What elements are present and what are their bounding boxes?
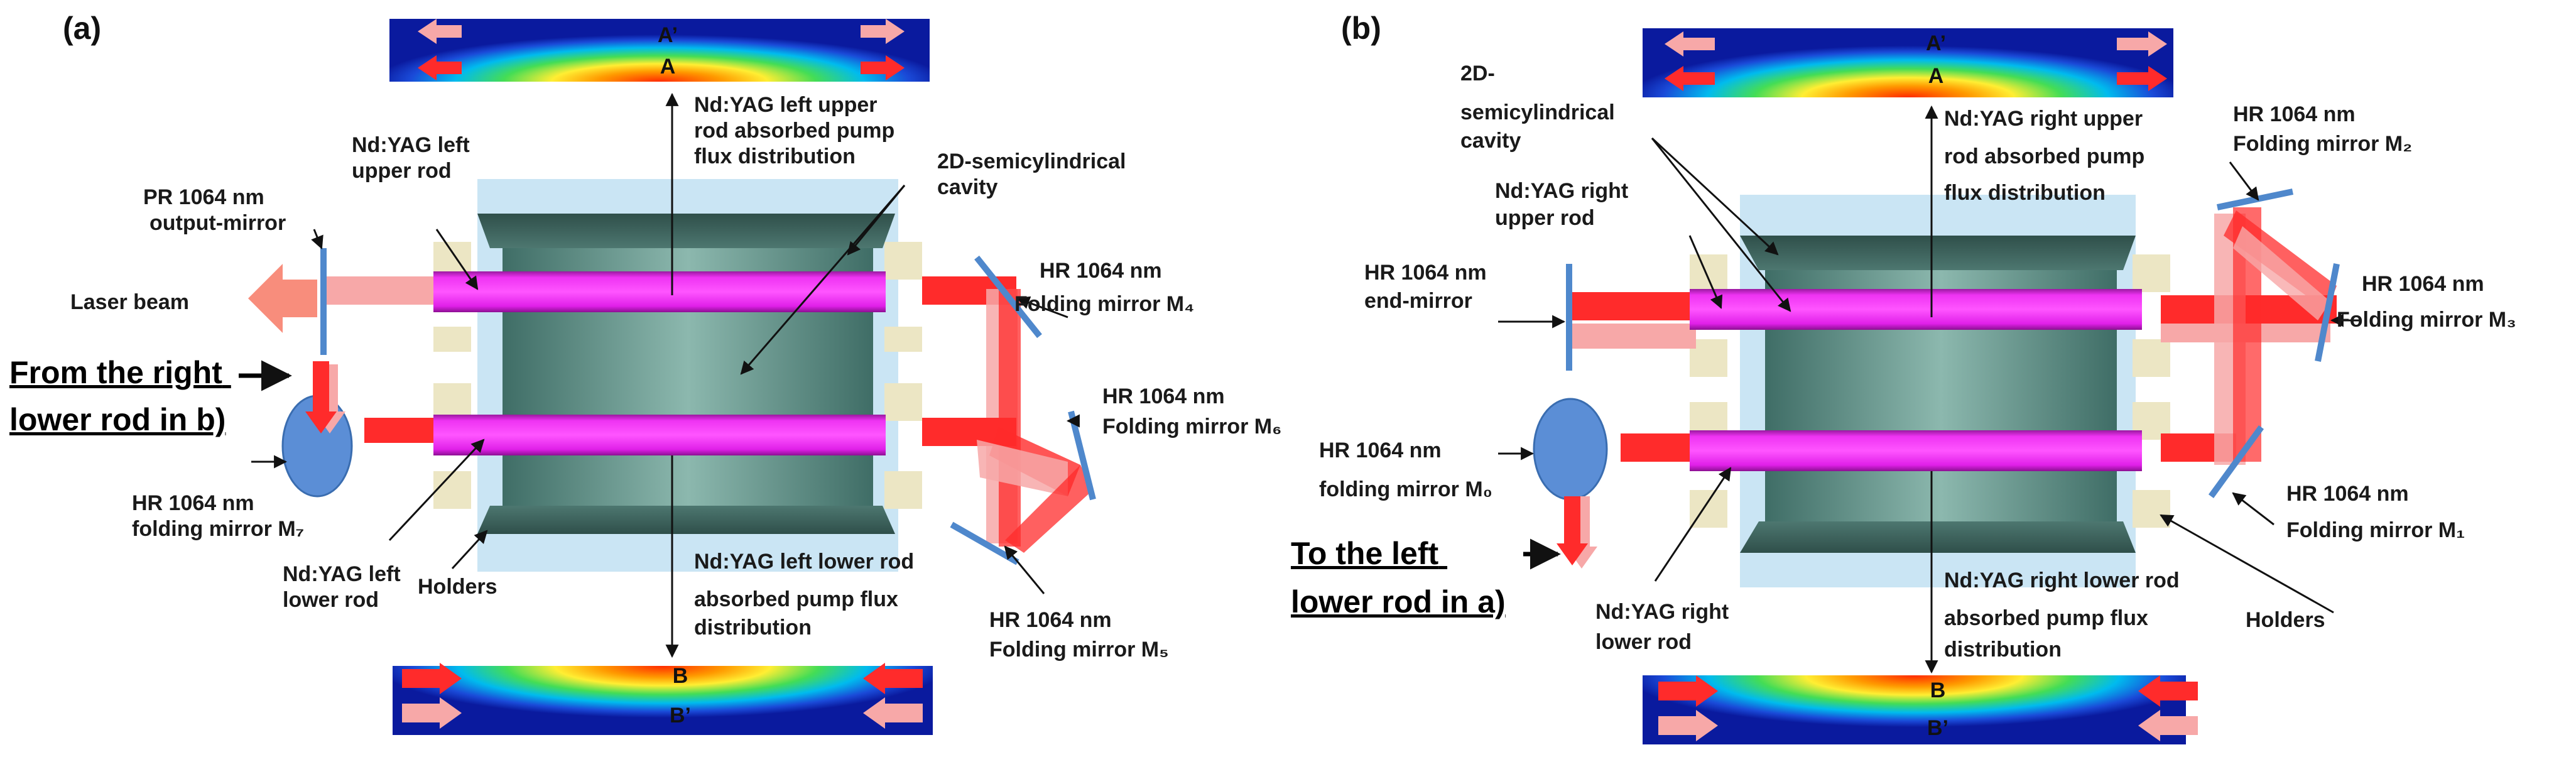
labels-a: PR 1064 nm output-mirror Laser beam From… bbox=[9, 93, 1282, 662]
laser-beam-arrow-a bbox=[248, 264, 317, 333]
flux-b-top-label-1: A’ bbox=[1926, 31, 1946, 55]
label-cavity-b: 2D- semicylindrical cavity bbox=[1460, 62, 1621, 153]
label-cavity-a: 2D-semicylindrical cavity bbox=[937, 150, 1132, 199]
label-end-mirror: HR 1064 nm end-mirror bbox=[1364, 261, 1492, 313]
leaders-a bbox=[251, 92, 1080, 658]
flux-a-top-label-1: A’ bbox=[658, 23, 678, 47]
hr-end-mirror[interactable] bbox=[1566, 264, 1572, 371]
label-folding-mirror-m4: HR 1064 nm Folding mirror M₄ bbox=[1014, 259, 1194, 316]
label-left-upper-rod: Nd:YAG left upper rod bbox=[352, 133, 476, 183]
flux-distribution-a-bottom: B B’ bbox=[393, 663, 933, 735]
right-lower-rod bbox=[1690, 430, 2142, 471]
label-holders-b: Holders bbox=[2246, 608, 2325, 632]
flux-distribution-b-top: A’ A bbox=[1643, 28, 2173, 97]
label-folding-mirror-m2: HR 1064 nm Folding mirror M₂ bbox=[2233, 102, 2412, 156]
label-folding-mirror-m0: HR 1064 nm folding mirror M₀ bbox=[1319, 438, 1492, 501]
left-lower-rod bbox=[433, 415, 886, 455]
flux-a-top-label-2: A bbox=[660, 55, 676, 79]
panel-b: (b) bbox=[1291, 11, 2516, 744]
label-right-lower-rod: Nd:YAG right lower rod bbox=[1595, 600, 1735, 654]
label-left-lower-rod: Nd:YAG left lower rod bbox=[283, 562, 406, 612]
leaders-b bbox=[1498, 105, 2362, 674]
panel-a: (a) bbox=[9, 11, 1282, 735]
flux-a-bottom-label-2: B’ bbox=[670, 704, 691, 727]
folding-mirror-m4[interactable] bbox=[974, 255, 1042, 339]
flux-b-top-label-2: A bbox=[1928, 64, 1944, 88]
left-upper-rod bbox=[433, 271, 886, 312]
label-holders-a: Holders bbox=[418, 575, 497, 599]
beam-path-b bbox=[1570, 207, 2337, 465]
label-folding-mirror-m1: HR 1064 nm Folding mirror M₁ bbox=[2286, 482, 2465, 542]
flux-distribution-a-top: A’ A bbox=[389, 19, 930, 82]
folding-mirror-m3[interactable] bbox=[2315, 263, 2340, 362]
label-to-left: To the left lower rod in a) bbox=[1291, 536, 1506, 619]
label-folding-mirror-m5: HR 1064 nm Folding mirror M₅ bbox=[989, 608, 1169, 662]
flux-distribution-b-bottom: B B’ bbox=[1643, 675, 2198, 744]
flux-b-bottom-label-2: B’ bbox=[1927, 716, 1948, 740]
folding-mirror-m1[interactable] bbox=[2208, 425, 2264, 498]
label-folding-mirror-m3: HR 1064 nm Folding mirror M₃ bbox=[2337, 272, 2516, 332]
labels-b: 2D- semicylindrical cavity Nd:YAG right … bbox=[1291, 62, 2516, 662]
right-upper-rod bbox=[1690, 289, 2142, 330]
label-right-lower-flux: Nd:YAG right lower rod absorbed pump flu… bbox=[1944, 569, 2185, 662]
flux-b-bottom-label-1: B bbox=[1930, 678, 1946, 702]
label-laser-beam: Laser beam bbox=[70, 290, 189, 314]
folding-mirror-m0[interactable] bbox=[1533, 398, 1608, 501]
flux-a-bottom-label-1: B bbox=[673, 664, 688, 688]
label-left-lower-flux: Nd:YAG left lower rod absorbed pump flux… bbox=[694, 550, 920, 640]
label-from-right: From the right lower rod in b) bbox=[9, 355, 231, 437]
label-folding-mirror-m7: HR 1064 nm folding mirror M₇ bbox=[132, 491, 304, 541]
label-pr-mirror: PR 1064 nm output-mirror bbox=[143, 185, 286, 235]
semicylindrical-cavity-b bbox=[1740, 236, 2136, 553]
label-folding-mirror-m6: HR 1064 nm Folding mirror M₆ bbox=[1102, 384, 1282, 438]
label-left-upper-flux: Nd:YAG left upper rod absorbed pump flux… bbox=[694, 93, 901, 168]
label-right-upper-flux: Nd:YAG right upper rod absorbed pump flu… bbox=[1944, 107, 2151, 205]
semicylindrical-cavity-a bbox=[477, 214, 895, 534]
folding-mirror-m2[interactable] bbox=[2216, 188, 2294, 210]
panel-a-tag: (a) bbox=[63, 11, 101, 46]
holders-a bbox=[433, 242, 922, 509]
label-right-upper-rod: Nd:YAG right upper rod bbox=[1495, 179, 1634, 230]
panel-b-tag: (b) bbox=[1341, 11, 1381, 46]
beam-path-a bbox=[323, 276, 1093, 553]
pr-output-mirror[interactable] bbox=[320, 248, 327, 355]
